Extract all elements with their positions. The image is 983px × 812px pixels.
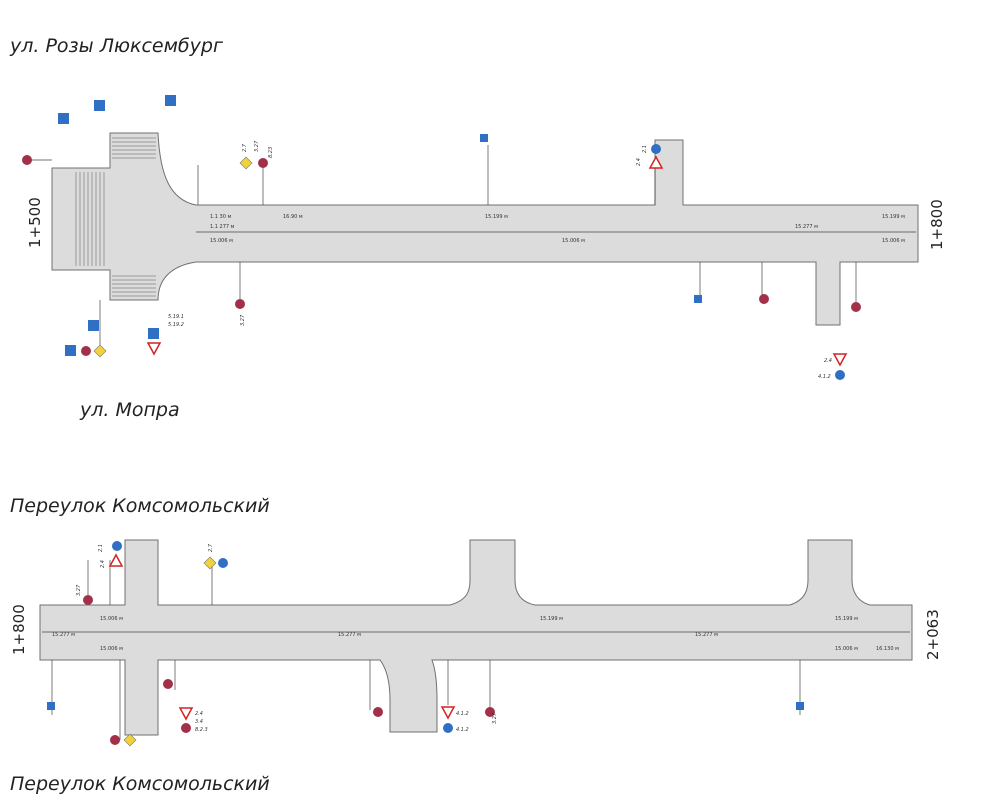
sign-yield-icon <box>648 155 664 169</box>
marking-label: 16.90 м <box>283 214 303 220</box>
picket-start: 1+500 <box>26 197 44 248</box>
sign-yield-icon <box>108 553 124 567</box>
sign-direction-icon <box>218 558 228 568</box>
marking-label: 15.006 м <box>562 238 585 244</box>
sign-priority-road-icon <box>239 156 253 170</box>
street-label-rozy-lyuksemburg: ул. Розы Люксембург <box>9 35 224 57</box>
sign-prohibitory-icon <box>258 158 268 168</box>
street-label-komsomolsky-top: Переулок Комсомольский <box>10 495 270 517</box>
sign-prohibitory-icon <box>81 346 91 356</box>
sign-yield-icon <box>440 706 456 720</box>
crosswalk-top <box>112 137 156 159</box>
section-1: ул. Розы Люксембург ул. Мопра 1.1 30 м 1… <box>9 35 946 421</box>
sign-prohibitory-icon <box>163 679 173 689</box>
sign-yield-icon <box>146 342 162 356</box>
sign-prohibitory-icon <box>759 294 769 304</box>
road-surface <box>51 132 919 326</box>
sign-prohibitory-icon <box>235 299 245 309</box>
marking-label: 15.277 м <box>52 632 75 638</box>
marking-label: 15.277 м <box>338 632 361 638</box>
sign-label: 2.1 <box>642 145 648 153</box>
picket-start: 1+800 <box>10 604 28 655</box>
marking-label: 1.1 277 м <box>210 224 235 230</box>
traffic-signs <box>47 541 804 747</box>
sign-label: 3.4 <box>195 719 203 725</box>
picket-end: 2+063 <box>924 609 942 660</box>
sign-label: 8.23 <box>268 147 274 158</box>
sign-yield-icon <box>832 353 848 367</box>
picket-end: 1+800 <box>928 199 946 250</box>
sign-prohibitory-icon <box>110 735 120 745</box>
sign-priority-road-icon <box>203 556 217 570</box>
sign-crosswalk-icon <box>65 345 76 356</box>
sign-direction-icon <box>835 370 845 380</box>
sign-yield-icon <box>178 707 194 721</box>
marking-label: 1.1 30 м <box>210 214 231 220</box>
marking-label: 15.277 м <box>795 224 818 230</box>
crosswalk-bottom <box>112 275 156 297</box>
sign-prohibitory-icon <box>485 707 495 717</box>
sign-crosswalk-icon <box>88 320 99 331</box>
traffic-signs <box>22 95 861 380</box>
sign-no-stopping-icon <box>181 723 191 733</box>
sign-label: 2.1 <box>98 544 104 552</box>
marking-label: 15.199 м <box>835 616 858 622</box>
sign-label: 2.7 <box>208 543 214 552</box>
sign-info-icon <box>480 134 488 142</box>
sign-direction-icon <box>443 723 453 733</box>
sign-leaders <box>30 145 857 345</box>
sign-info-icon <box>47 702 55 710</box>
sign-crosswalk-icon <box>58 113 69 124</box>
sign-label: 4.1.2 <box>456 711 469 717</box>
sign-label: 8.2.3 <box>195 727 208 733</box>
sign-priority-road-icon <box>93 344 107 358</box>
marking-label: 15.199 м <box>485 214 508 220</box>
sign-label: 3.27 <box>492 712 498 724</box>
sign-label: 5.19.1 <box>168 314 184 320</box>
sign-label: 5.19.2 <box>168 322 184 328</box>
sign-crosswalk-icon <box>94 100 105 111</box>
sign-label: 2.4 <box>824 358 832 364</box>
marking-label: 15.277 м <box>695 632 718 638</box>
sign-priority-road-icon <box>123 733 137 747</box>
marking-label: 15.006 м <box>100 616 123 622</box>
sign-prohibitory-icon <box>83 595 93 605</box>
marking-label: 15.199 м <box>882 214 905 220</box>
street-label-komsomolsky-bottom: Переулок Комсомольский <box>10 773 270 795</box>
sign-prohibitory-icon <box>373 707 383 717</box>
sign-direction-icon <box>112 541 122 551</box>
marking-label: 15.199 м <box>540 616 563 622</box>
sign-label: 4.1.2 <box>818 374 831 380</box>
sign-label: 3.27 <box>76 584 82 596</box>
marking-label: 15.006 м <box>100 646 123 652</box>
sign-info-icon <box>694 295 702 303</box>
sign-label: 4.1.2 <box>456 727 469 733</box>
sign-prohibitory-icon <box>851 302 861 312</box>
sign-label: 2.4 <box>195 711 203 717</box>
crosswalk <box>75 172 105 266</box>
sign-label: 2.4 <box>100 560 106 568</box>
sign-label: 2.4 <box>636 158 642 166</box>
sign-crosswalk-icon <box>165 95 176 106</box>
section-2: Переулок Комсомольский Переулок Комсомол… <box>10 495 942 795</box>
sign-label: 3.27 <box>254 140 260 152</box>
sign-crosswalk-icon <box>148 328 159 339</box>
marking-label: 16.130 м <box>876 646 899 652</box>
sign-label: 2.7 <box>242 143 248 152</box>
road-surface <box>39 539 913 736</box>
marking-label: 15.006 м <box>210 238 233 244</box>
marking-label: 15.006 м <box>882 238 905 244</box>
sign-info-icon <box>796 702 804 710</box>
marking-label: 15.006 м <box>835 646 858 652</box>
sign-direction-icon <box>651 144 661 154</box>
sign-label: 3.27 <box>240 314 246 326</box>
street-label-mopra: ул. Мопра <box>79 399 180 421</box>
sign-prohibitory-icon <box>22 155 32 165</box>
